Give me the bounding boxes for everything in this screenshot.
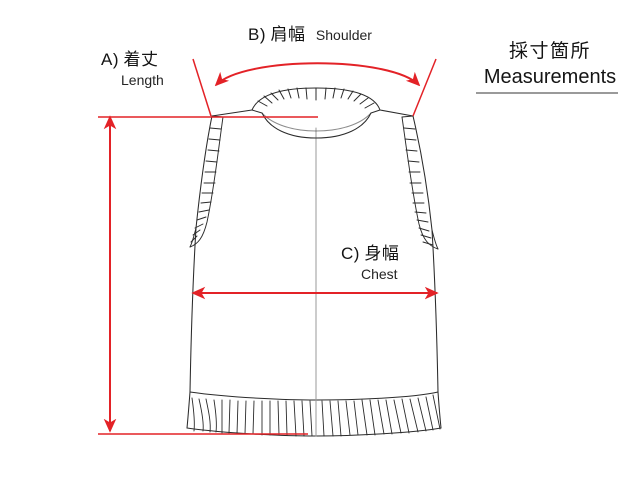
- neck-ribbing: [251, 87, 381, 139]
- label-chest-jp-text: 身幅: [364, 244, 400, 263]
- label-shoulder: B) 肩幅 Shoulder: [248, 25, 372, 46]
- right-armhole-ribbing: [401, 115, 439, 250]
- label-shoulder-en: Shoulder: [315, 27, 372, 43]
- label-chest-en: Chest: [361, 265, 398, 282]
- label-shoulder-jp-text: 肩幅: [270, 25, 306, 44]
- hem-ribbing: [191, 394, 441, 437]
- shoulder-measure-arrow: [214, 62, 421, 87]
- page-title-en: Measurements: [483, 66, 617, 88]
- left-armhole-ribbing: [189, 115, 224, 248]
- leader-line-right: [412, 58, 437, 117]
- label-chest: C) 身幅 Chest: [341, 244, 399, 282]
- measurement-guides: [98, 58, 437, 435]
- title-underline: [476, 92, 618, 94]
- garment-body-outline: [186, 109, 442, 437]
- page-title: 採寸箇所 Measurements: [476, 36, 624, 94]
- page-title-jp: 採寸箇所: [508, 41, 591, 62]
- label-length-en: Length: [121, 71, 164, 88]
- label-chest-marker: C): [341, 244, 360, 263]
- leader-line-left: [192, 58, 212, 117]
- label-length-jp: A): [101, 50, 119, 69]
- label-length: A) 着丈 Length: [101, 50, 164, 88]
- label-shoulder-marker: B): [248, 25, 266, 44]
- label-length-jp-text: 着丈: [123, 50, 159, 69]
